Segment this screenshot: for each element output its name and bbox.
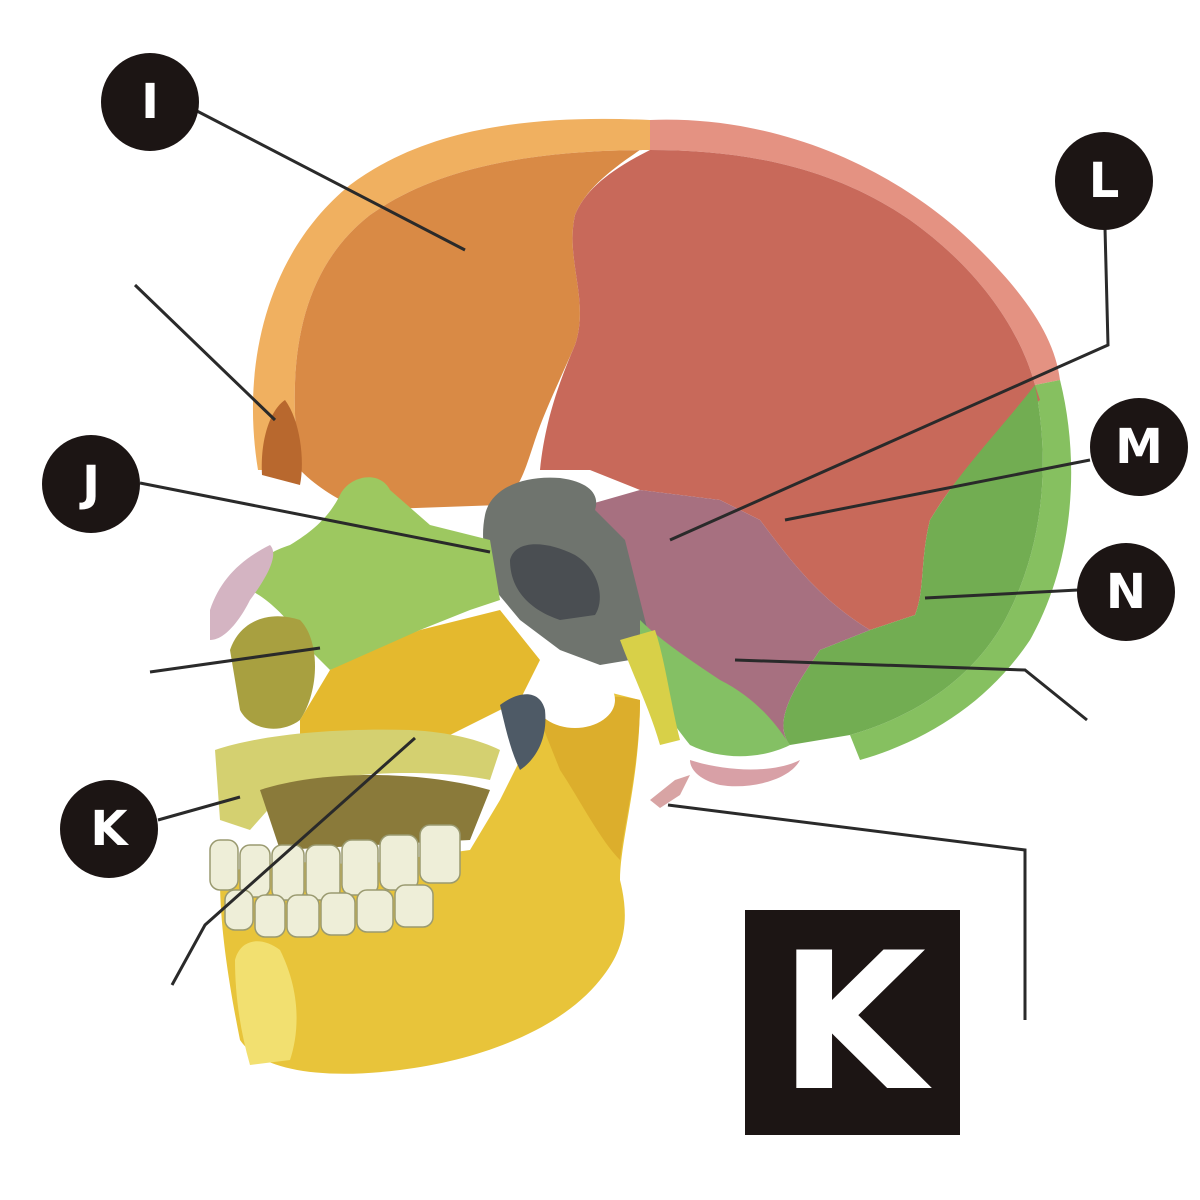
leader-line-M <box>784 458 1091 522</box>
temporal-bone <box>570 490 870 745</box>
hard-palate <box>215 729 500 830</box>
key-letter-box: K <box>745 910 960 1135</box>
leader-line-N <box>924 588 1079 600</box>
occipital-bone <box>783 385 1043 745</box>
ethmoid-bone <box>249 477 500 670</box>
label-L-text: L <box>1088 153 1120 209</box>
styloid-process <box>650 775 690 808</box>
label-J: J <box>42 435 140 533</box>
label-M: M <box>1090 398 1188 496</box>
frontal-bone-rim <box>252 118 650 470</box>
occipital-bone-rim <box>850 380 1072 760</box>
nasal-bone <box>210 545 274 640</box>
occipital-lower-pink <box>690 760 800 787</box>
label-N-text: N <box>1105 564 1147 620</box>
frontal-bone <box>294 150 650 510</box>
label-I: I <box>101 53 199 151</box>
nasal-cavity <box>230 616 315 729</box>
leader-line-J <box>139 481 491 554</box>
label-J-text: J <box>82 456 100 512</box>
foramen-opening <box>535 672 615 728</box>
leader-line-L <box>669 227 1110 542</box>
leader-line-unlabeled-1 <box>133 283 277 422</box>
label-K: K <box>60 780 158 878</box>
sphenoid-sinus <box>510 544 600 620</box>
label-M-text: M <box>1115 419 1163 475</box>
leader-line-unlabeled-3 <box>170 736 416 986</box>
leader-line-K <box>157 795 241 822</box>
mandible-ramus <box>540 696 640 860</box>
parietal-bone-rim <box>650 119 1060 385</box>
label-N: N <box>1077 543 1175 641</box>
leader-line-unlabeled-2 <box>149 646 321 674</box>
label-I-text: I <box>141 74 159 130</box>
label-L: L <box>1055 132 1153 230</box>
occipital-base <box>640 620 790 757</box>
frontal-sinus <box>261 400 302 485</box>
leader-lines <box>133 108 1110 1020</box>
mandible-section <box>235 941 297 1065</box>
label-K-text: K <box>90 801 128 857</box>
parietal-bone <box>540 150 1040 630</box>
leader-line-unlabeled-4 <box>734 658 1088 722</box>
key-letter: K <box>778 911 927 1133</box>
leader-line-unlabeled-5 <box>667 803 1027 1020</box>
pterygoid-process <box>500 694 546 770</box>
leader-line-I <box>194 108 466 252</box>
maxilla <box>300 610 540 760</box>
petrous-strip <box>620 630 680 745</box>
